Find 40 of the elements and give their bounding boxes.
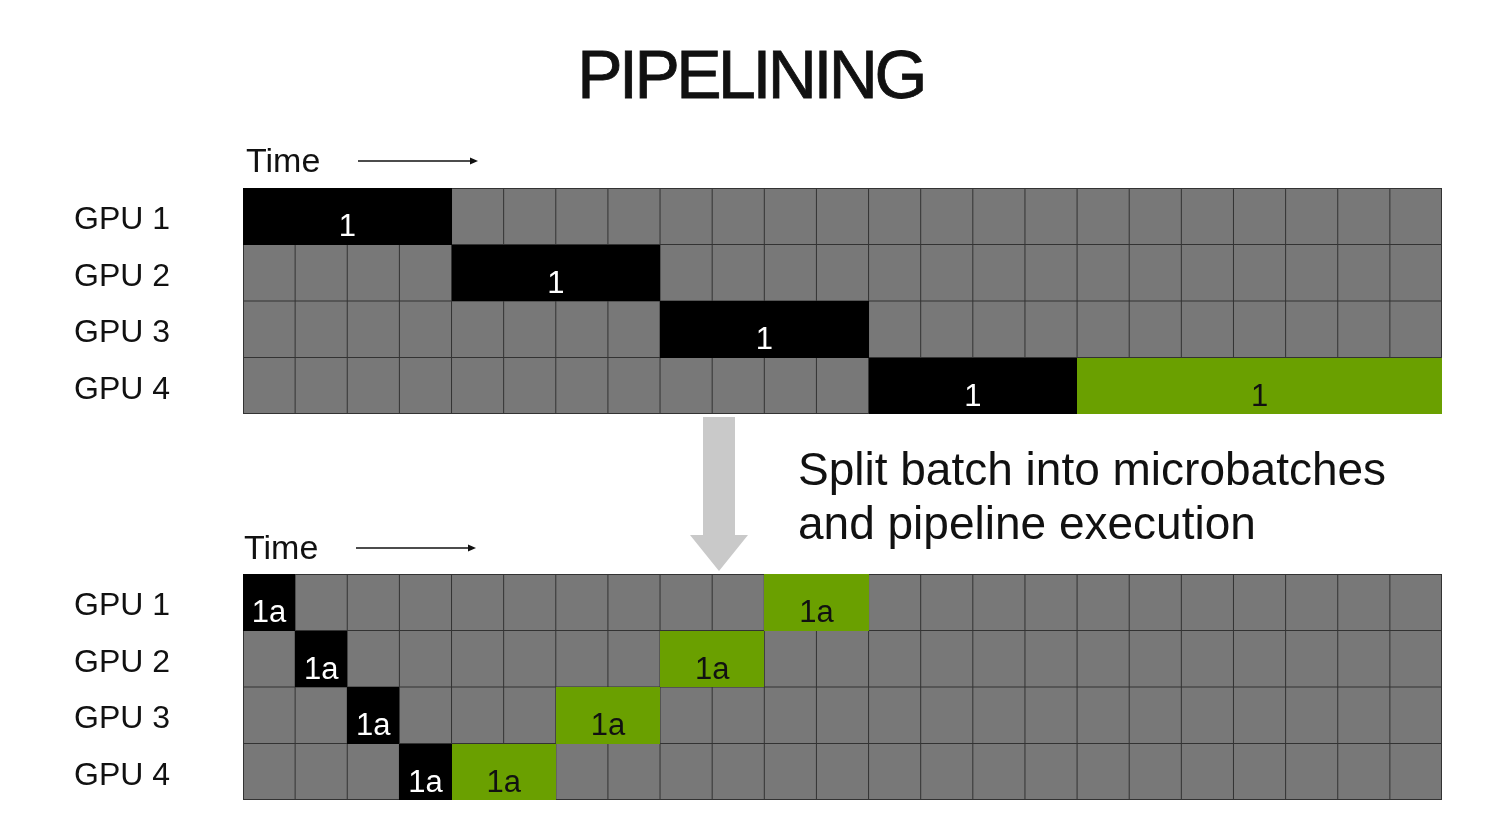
compute-block [660, 301, 869, 358]
block-label: 1a [590, 709, 626, 742]
row-label: GPU 2 [74, 255, 171, 295]
compute-block [1077, 357, 1442, 414]
diagram-title: PIPELINING [577, 40, 924, 108]
schedule-grid [243, 574, 1442, 800]
block-label: 1a [251, 596, 287, 629]
compute-block [451, 743, 556, 800]
compute-block [764, 574, 869, 631]
row-label: GPU 4 [74, 754, 171, 794]
compute-block [451, 244, 661, 301]
block-label: 1a [303, 652, 339, 685]
block-label: 1a [408, 765, 443, 798]
compute-block [399, 743, 452, 800]
block-label: 1 [964, 379, 982, 412]
time-axis-label: Time [244, 527, 319, 567]
schedule-grid [243, 188, 1442, 414]
compute-block [555, 687, 661, 744]
block-label: 1a [799, 596, 834, 629]
block-arrow [690, 417, 748, 571]
row-label: GPU 4 [74, 368, 171, 408]
compute-block [347, 687, 400, 744]
compute-block [295, 630, 348, 687]
compute-block [243, 188, 452, 245]
block-label: 1 [755, 323, 773, 356]
row-label: GPU 1 [74, 585, 171, 625]
compute-block [868, 357, 1078, 414]
row-label: GPU 2 [74, 641, 171, 681]
row-label: GPU 3 [74, 698, 171, 738]
block-label: 1a [356, 709, 391, 742]
row-label: GPU 1 [74, 199, 171, 239]
block-label: 1 [1250, 379, 1269, 412]
row-label: GPU 3 [74, 312, 171, 352]
block-label: 1a [694, 652, 730, 685]
time-axis-label: Time [246, 140, 321, 180]
block-label: 1 [547, 266, 565, 299]
block-label: 1a [486, 765, 521, 798]
compute-block [243, 574, 296, 631]
compute-block [660, 630, 765, 687]
block-label: 1 [338, 210, 356, 243]
